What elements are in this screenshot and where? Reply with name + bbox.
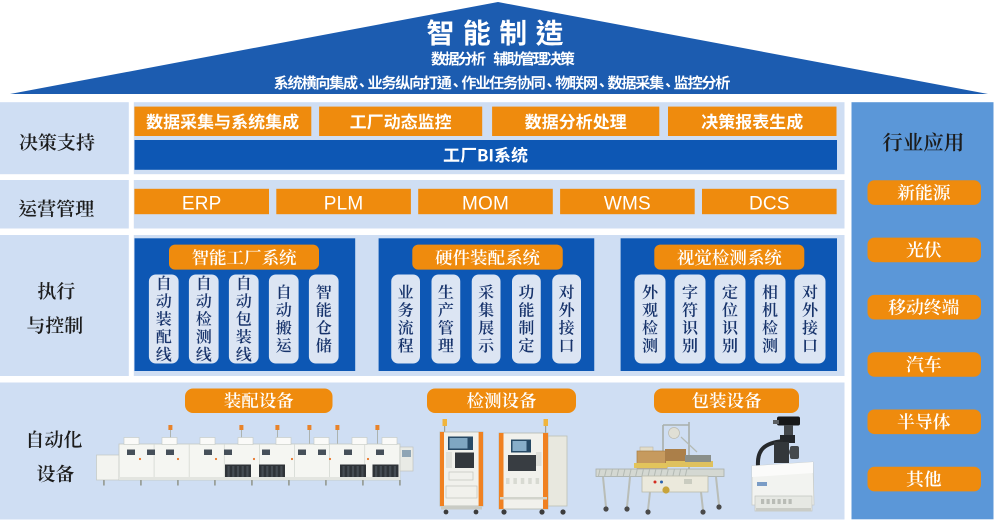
svg-text:WMS: WMS	[604, 194, 651, 215]
svg-text:DCS: DCS	[749, 194, 790, 215]
svg-text:MOM: MOM	[462, 194, 509, 215]
svg-text:ERP: ERP	[182, 194, 222, 215]
svg-text:PLM: PLM	[324, 194, 364, 215]
